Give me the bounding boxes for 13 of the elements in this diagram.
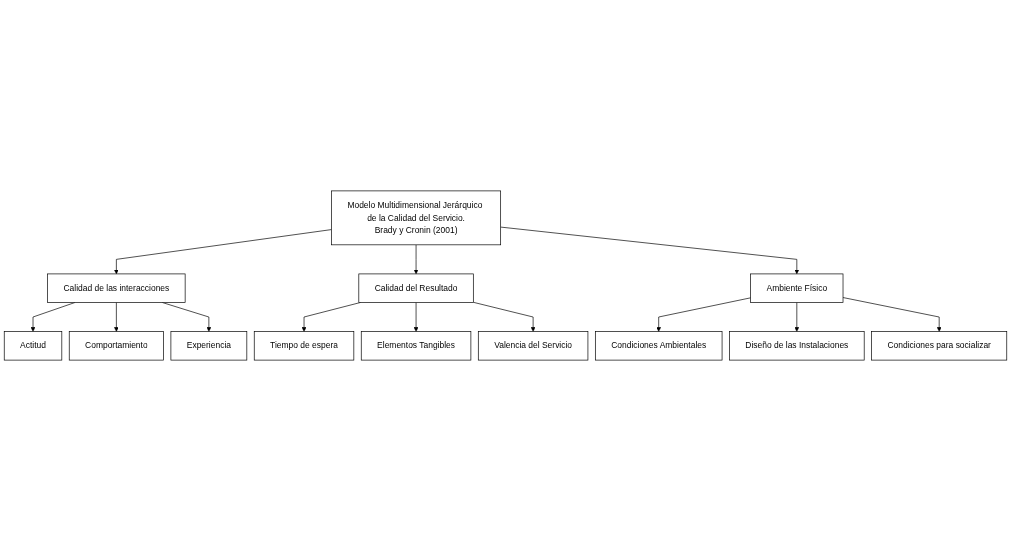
node-box: Calidad del Resultado (358, 273, 474, 303)
node-box: Ambiente Físico (750, 273, 844, 303)
node-box: Elementos Tangibles (360, 331, 472, 361)
node-box: Valencia del Servicio (477, 331, 589, 361)
node-box: Diseño de las Instalaciones (729, 331, 865, 361)
node-box: Condiciones para socializar (871, 331, 1008, 361)
node-box: Experiencia (170, 331, 248, 361)
node-box: Calidad de las interacciones (47, 273, 186, 303)
node-box: Comportamiento (68, 331, 164, 361)
node-box: Tiempo de espera (253, 331, 355, 361)
node-box: Modelo Multidimensional Jerárquico de la Calidad del Servicio. Brady y Cronin (2001) (331, 190, 501, 246)
node-box: Actitud (3, 331, 63, 361)
node-box: Condiciones Ambientales (595, 331, 723, 361)
